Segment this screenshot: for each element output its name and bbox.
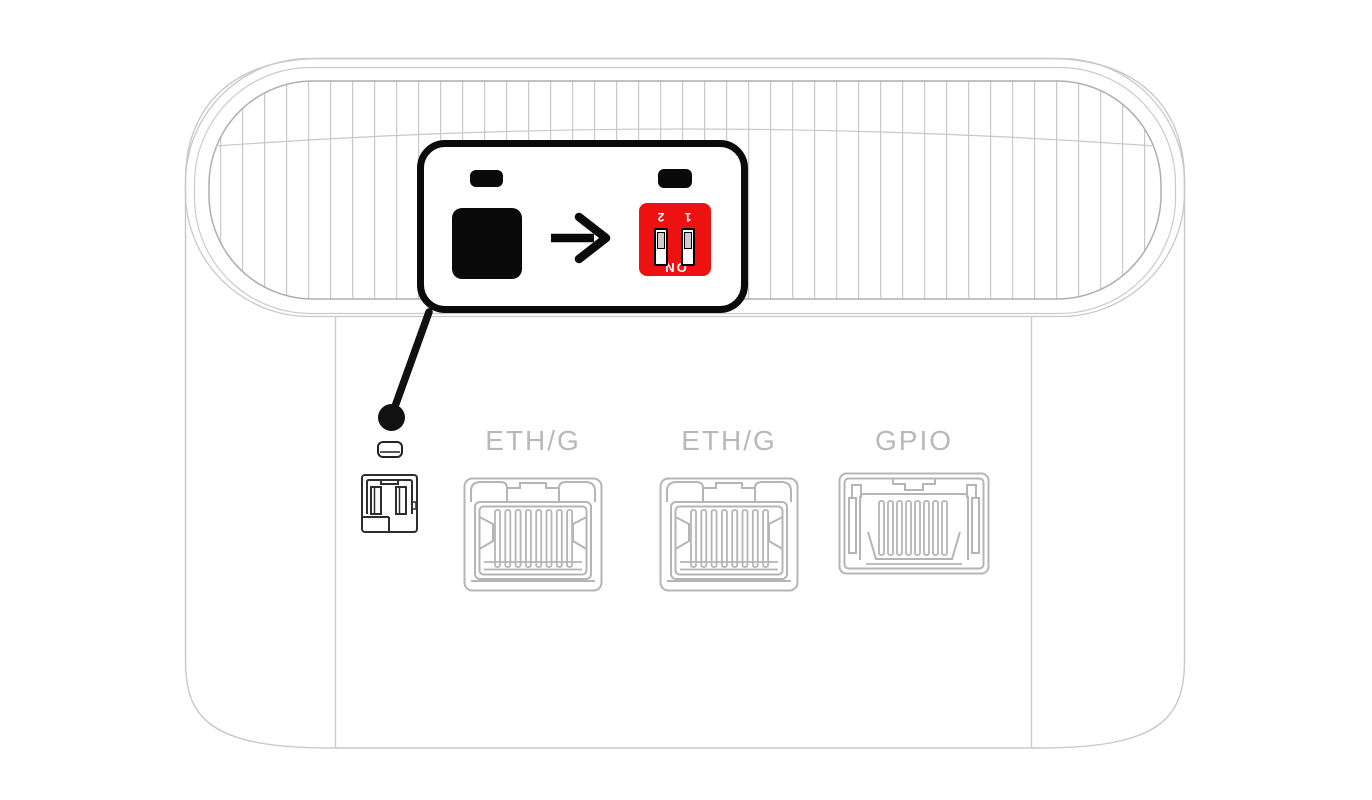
eth-port-1	[463, 477, 603, 592]
gpio-port	[838, 472, 990, 575]
power-terminal-block	[361, 474, 418, 533]
dip-switch-knob-2	[657, 232, 665, 249]
dip-switch-slot-1	[681, 228, 695, 266]
dip-switch-knob-1	[684, 232, 692, 249]
eth-port-2-label: ETH/G	[681, 425, 777, 456]
dip-switch-detail: ON 1 2	[639, 203, 711, 276]
callout-box: ON 1 2	[417, 140, 748, 313]
dip-switch-slot-2	[654, 228, 668, 266]
eth-port-2	[659, 477, 799, 592]
panel-dip-switch-slot	[377, 441, 403, 458]
dip-position-1-label: 1	[684, 210, 692, 224]
gpio-port-label: GPIO	[874, 425, 953, 456]
arrow-right-icon	[551, 212, 611, 264]
dip-on-label: ON	[663, 260, 687, 275]
callout-dot	[378, 404, 405, 431]
eth-port-1-label: ETH/G	[485, 425, 581, 456]
dip-position-2-label: 2	[657, 210, 665, 224]
dip-switch-cover	[452, 208, 522, 279]
callout-leader-line	[389, 308, 433, 416]
callout-marker-right	[658, 169, 692, 188]
callout-marker-left	[470, 170, 503, 187]
